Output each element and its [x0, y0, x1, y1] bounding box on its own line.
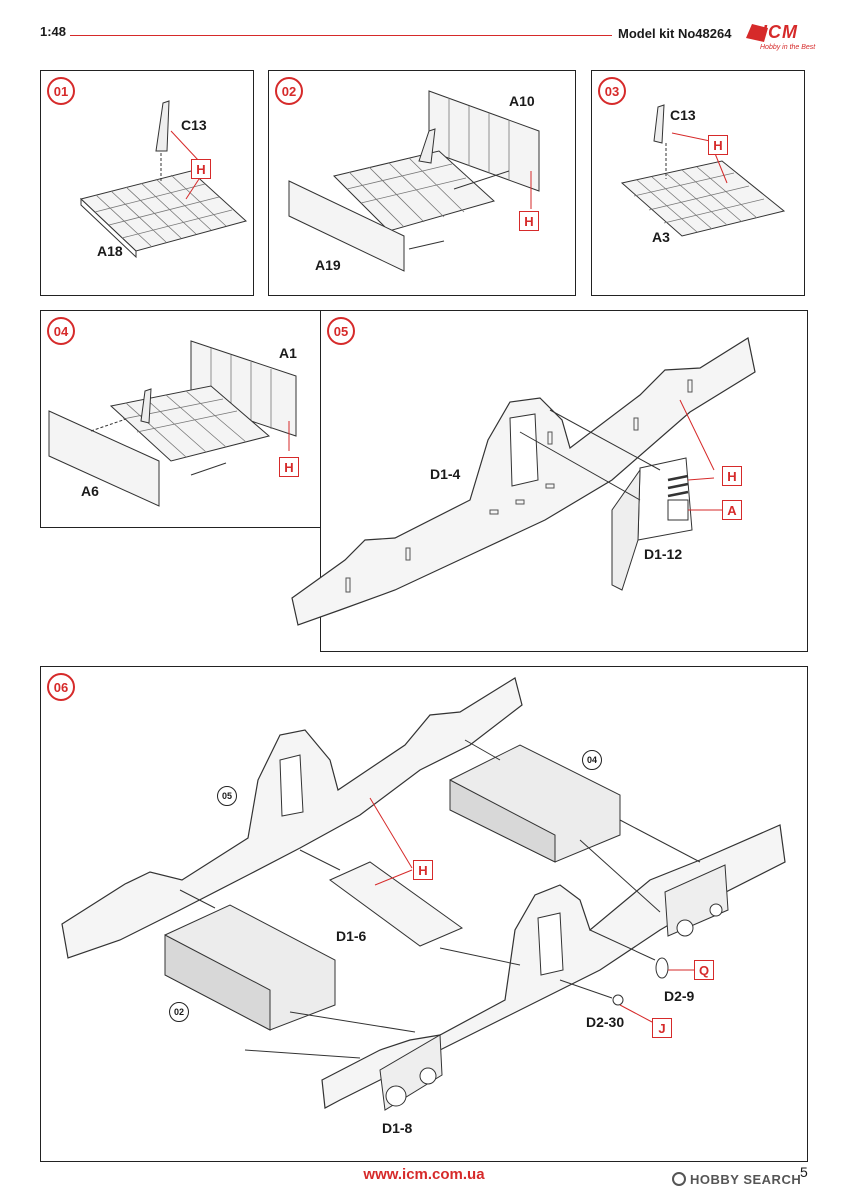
- paint-code-badge: H: [413, 860, 433, 880]
- step-03-panel: 03 C13 A3 H: [591, 70, 805, 296]
- step-04-panel: 04 A1 A6 H: [40, 310, 322, 528]
- step-number: 01: [47, 77, 75, 105]
- part-label: A3: [652, 229, 670, 245]
- icm-logo-shape: [746, 24, 768, 42]
- paint-code-badge: H: [191, 159, 211, 179]
- step-number: 04: [47, 317, 75, 345]
- paint-code-badge: H: [708, 135, 728, 155]
- part-label: D1-8: [382, 1120, 413, 1136]
- icm-logo-tagline: Hobby in the Best: [760, 44, 816, 51]
- part-label: D2-9: [664, 988, 695, 1004]
- step-04-drawing: [48, 340, 297, 507]
- step-01-panel: 01 C13 A18 H: [40, 70, 254, 296]
- step-03-drawing: [620, 104, 786, 237]
- subassembly-ref: 04: [582, 750, 602, 770]
- part-label: D1-4: [430, 466, 461, 482]
- icm-logo: ICM: [762, 22, 798, 42]
- part-label: C13: [181, 117, 207, 133]
- page-number: 5: [800, 1164, 808, 1180]
- step-02-panel: 02 A10 A19 H: [268, 70, 576, 296]
- step-number: 02: [275, 77, 303, 105]
- part-label: A1: [279, 345, 297, 361]
- watermark: HOBBY SEARCH: [690, 1172, 802, 1187]
- part-label: A6: [81, 483, 99, 499]
- subassembly-ref: 05: [217, 786, 237, 806]
- subassembly-ref: 02: [169, 1002, 189, 1022]
- paint-code-badge: H: [279, 457, 299, 477]
- part-label: C13: [670, 107, 696, 123]
- part-label: A18: [97, 243, 123, 259]
- scale-label: 1:48: [40, 24, 67, 39]
- part-label: A19: [315, 257, 341, 273]
- part-label: D2-30: [586, 1014, 625, 1030]
- step-number: 05: [327, 317, 355, 345]
- paint-code-badge: J: [652, 1018, 672, 1038]
- paint-code-badge: Q: [694, 960, 714, 980]
- part-label: D1-6: [336, 928, 367, 944]
- step-number: 06: [47, 673, 75, 701]
- footer-url[interactable]: www.icm.com.ua: [363, 1166, 485, 1183]
- paint-code-badge: A: [722, 500, 742, 520]
- step-02-drawing: [288, 90, 540, 272]
- paint-code-badge: H: [722, 466, 742, 486]
- step-01-drawing: [79, 100, 248, 259]
- step-number: 03: [598, 77, 626, 105]
- model-number: Model kit No48264: [618, 26, 732, 41]
- watermark-icon: [672, 1172, 686, 1186]
- step-06-panel: 06: [40, 666, 808, 1162]
- part-label: D1-12: [644, 546, 683, 562]
- paint-code-badge: H: [519, 211, 539, 231]
- header-rule: [70, 35, 612, 36]
- part-label: A10: [509, 93, 535, 109]
